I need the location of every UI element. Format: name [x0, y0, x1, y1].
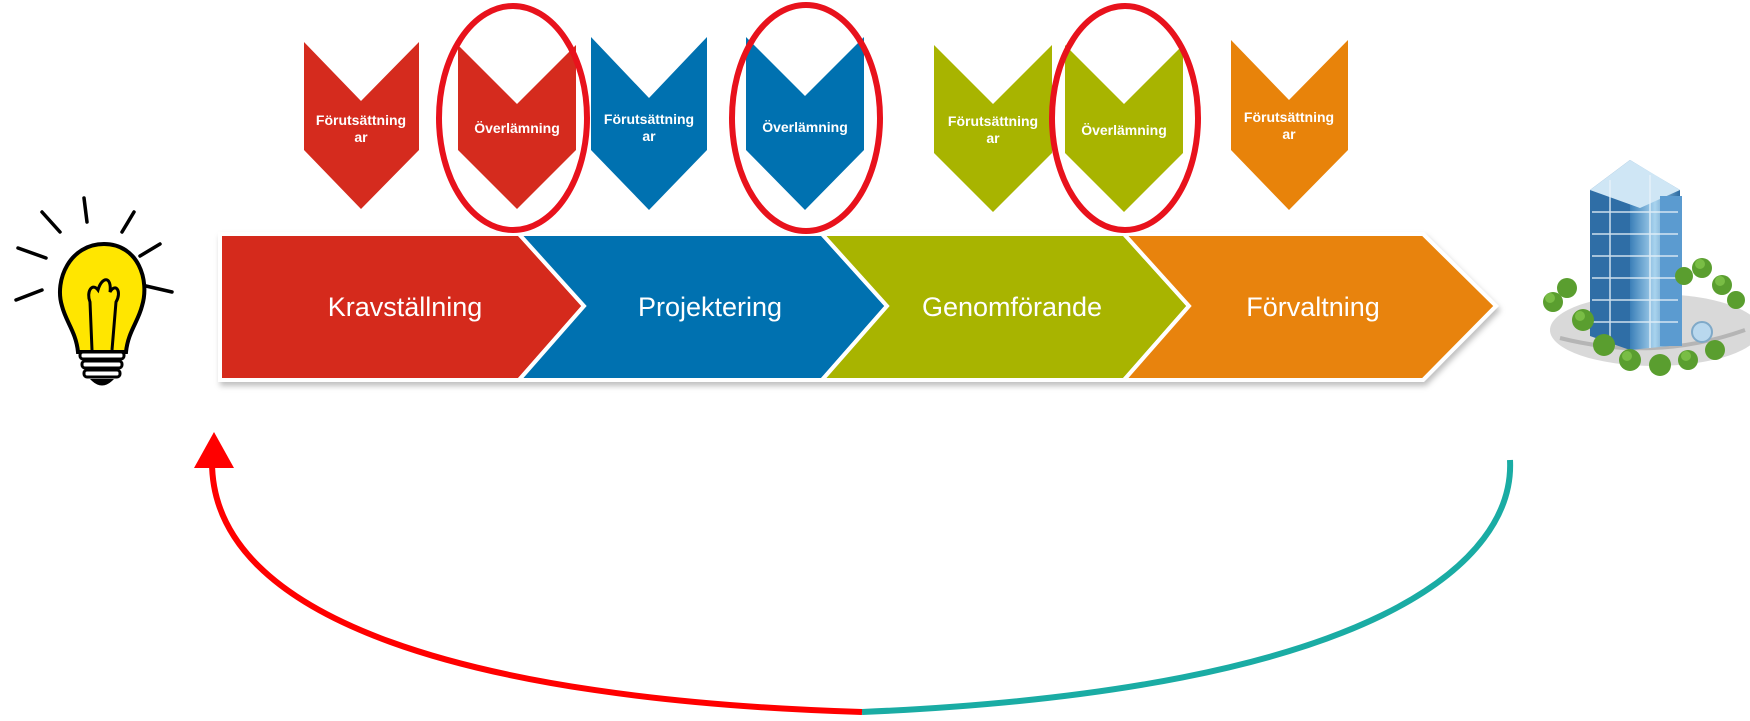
input-chevron-4 [1231, 40, 1348, 210]
input-chevron-1 [304, 42, 419, 209]
light-bulb-icon [14, 196, 174, 386]
input-label-4-line1: Förutsättning [1244, 109, 1334, 125]
highlight-ellipse-3 [1049, 3, 1201, 233]
phase-label-forvaltning: Förvaltning [1246, 292, 1380, 322]
input-chevron-3 [934, 45, 1052, 212]
handover-label-3: Överlämning [1081, 122, 1167, 138]
feedback-loop-arrowhead [194, 432, 234, 468]
input-chevron-2 [591, 37, 707, 210]
input-label-4-line2: ar [1282, 126, 1296, 142]
feedback-loop-arrow [194, 432, 1514, 715]
highlight-ellipse-1 [436, 3, 590, 233]
input-label-2-line2: ar [642, 128, 656, 144]
feedback-loop-right-segment [861, 459, 1514, 715]
phase-label-kravstallning: Kravställning [328, 292, 483, 322]
handover-label-1: Överlämning [474, 120, 560, 136]
handover-chevron-2 [746, 37, 864, 210]
handover-chevron-1 [458, 45, 576, 209]
phase-arrow-row [218, 232, 1499, 382]
highlight-ellipse-2 [729, 2, 883, 234]
handover-label-2: Överlämning [762, 119, 848, 135]
phase-label-projektering: Projektering [638, 292, 782, 322]
phase-arrow-forvaltning [1119, 232, 1499, 382]
input-label-2-line1: Förutsättning [604, 111, 694, 127]
input-label-1-line2: ar [354, 129, 368, 145]
input-label-3-line2: ar [986, 130, 1000, 146]
phase-label-genomforande: Genomförande [922, 292, 1102, 322]
input-label-3-line1: Förutsättning [948, 113, 1038, 129]
feedback-loop-left-segment [209, 461, 863, 715]
office-building-icon [1543, 160, 1750, 376]
input-label-1-line1: Förutsättning [316, 112, 406, 128]
handover-chevron-3 [1065, 45, 1183, 212]
